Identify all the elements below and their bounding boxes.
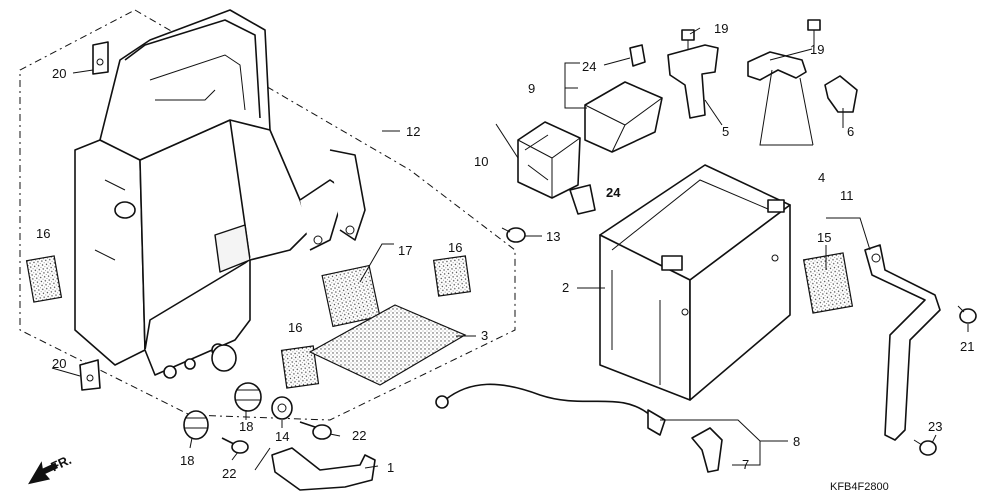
battery-tray-mat [308,304,467,386]
grommet-left [183,410,209,440]
rubber-pad-left [25,255,63,303]
callout-12: 12 [406,124,420,139]
front-marker-label: FR. [48,452,73,474]
battery-stay [271,447,376,491]
callout-22-center: 22 [352,428,366,443]
callout-24-upper: 24 [582,59,596,74]
bolt-19-upper [681,29,695,50]
callout-16-lower: 16 [288,320,302,335]
callout-7: 7 [742,457,749,472]
battery-box-boundary [19,9,516,421]
rubber-pad-center [432,255,472,297]
front-arrow: FR. [28,452,74,485]
bolt-21 [957,305,977,324]
terminal-cover-negative [691,427,723,473]
bolt-center [299,421,332,440]
terminal-band [747,51,807,81]
callout-8: 8 [793,434,800,449]
callout-3: 3 [481,328,488,343]
grommet-top [211,344,237,372]
battery [599,164,791,401]
bolt-19-right [807,19,821,48]
terminal-cover-positive [667,44,719,119]
starter-relay [584,44,663,153]
callout-19-upper: 19 [714,21,728,36]
drawing-code: KFB4F2800 [830,481,889,493]
grommet-center [234,382,262,412]
bolt-23 [913,439,937,456]
callout-11: 11 [840,188,854,203]
callout-16-center: 16 [448,240,462,255]
callout-15: 15 [817,230,831,245]
callout-24-center: 24 [606,185,621,200]
callout-21: 21 [960,339,974,354]
rubber-pad-lower [280,345,320,389]
leader-lines [51,27,969,469]
callout-5: 5 [722,124,729,139]
battery-cable [435,383,666,436]
callout-17: 17 [398,243,412,258]
callout-4: 4 [818,170,825,185]
callout-1: 1 [387,460,394,475]
callout-20-upper: 20 [52,66,66,81]
regulator-rectifier [517,121,596,215]
callout-16-left: 16 [36,226,50,241]
callout-18-left: 18 [180,453,194,468]
callout-10: 10 [474,154,488,169]
callout-6: 6 [847,124,854,139]
callout-20-lower: 20 [52,356,66,371]
callout-18-center: 18 [239,419,253,434]
battery-box [74,9,366,379]
callout-22-left: 22 [222,466,236,481]
bolt-13 [501,227,526,243]
battery-cushion [802,252,854,314]
terminal-clip [824,75,858,113]
callout-9: 9 [528,81,535,96]
battery-pad-upper [321,264,381,328]
callout-2: 2 [562,280,569,295]
callout-23: 23 [928,419,942,434]
bolt-left [221,437,249,454]
callout-19-right: 19 [810,42,824,57]
callouts: 20 12 16 17 16 16 3 20 13 10 9 24 24 19 … [36,21,974,481]
callout-14: 14 [275,429,289,444]
callout-13: 13 [546,229,560,244]
clip-upper [92,41,109,75]
battery-holder-bracket [864,244,941,441]
collar [271,396,293,420]
